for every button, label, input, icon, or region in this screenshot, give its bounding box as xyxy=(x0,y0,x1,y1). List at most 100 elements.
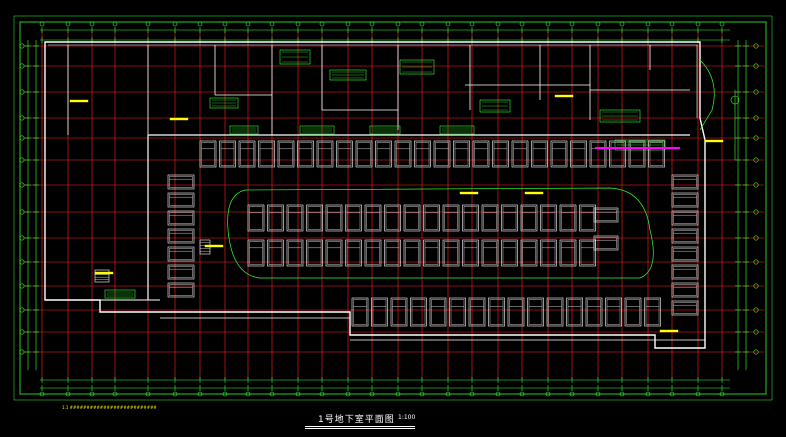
car-body xyxy=(595,237,617,249)
car-body xyxy=(587,299,601,325)
car-space xyxy=(570,140,587,168)
car-space xyxy=(167,246,195,262)
axis-bubble xyxy=(753,349,759,355)
axis-bubble xyxy=(112,21,118,27)
car-space xyxy=(429,297,447,327)
car-space xyxy=(247,204,265,232)
car-body xyxy=(548,299,562,325)
equipment-block xyxy=(279,49,311,65)
car-space xyxy=(488,297,505,327)
car-body xyxy=(385,206,400,230)
car-body xyxy=(610,142,625,166)
car-body xyxy=(541,241,556,265)
car-body xyxy=(288,206,302,230)
parking-spaces xyxy=(167,140,699,327)
car-body xyxy=(673,212,697,224)
car-space xyxy=(511,140,529,168)
car-space xyxy=(423,239,440,267)
car-space xyxy=(167,228,195,244)
car-body xyxy=(327,206,341,230)
car-body xyxy=(470,299,484,325)
axis-bubble xyxy=(469,21,475,27)
car-body xyxy=(268,206,283,230)
car-body xyxy=(571,142,586,166)
car-body xyxy=(513,142,527,166)
car-body xyxy=(240,142,254,166)
car-space xyxy=(403,204,421,232)
car-space xyxy=(462,204,479,232)
car-space xyxy=(453,140,470,168)
car-body xyxy=(595,209,617,221)
car-space xyxy=(566,297,583,327)
car-body xyxy=(337,142,352,166)
axis-bubble xyxy=(319,21,325,27)
car-space xyxy=(449,297,466,327)
car-space xyxy=(628,140,646,168)
car-body xyxy=(552,142,566,166)
car-space xyxy=(472,140,490,168)
car-body xyxy=(357,142,371,166)
car-space xyxy=(167,282,195,298)
car-body xyxy=(318,142,332,166)
car-body xyxy=(424,241,439,265)
car-body xyxy=(502,241,517,265)
car-space xyxy=(442,204,460,232)
car-space xyxy=(286,239,304,267)
car-space xyxy=(671,174,699,190)
car-space xyxy=(527,297,544,327)
car-body xyxy=(268,241,283,265)
car-body xyxy=(532,142,547,166)
car-body xyxy=(327,241,341,265)
axis-bubble xyxy=(645,21,651,27)
car-body xyxy=(435,142,449,166)
equipment-block xyxy=(439,125,475,135)
car-body xyxy=(366,241,380,265)
axis-bubble xyxy=(719,21,725,27)
car-body xyxy=(502,206,517,230)
car-space xyxy=(325,239,343,267)
car-space xyxy=(540,239,557,267)
car-body xyxy=(431,299,445,325)
axis-bubble xyxy=(569,21,575,27)
car-body xyxy=(288,241,302,265)
car-body xyxy=(396,142,410,166)
axis-bubble xyxy=(753,329,759,335)
car-body xyxy=(673,284,697,296)
car-space xyxy=(410,297,427,327)
car-body xyxy=(483,206,497,230)
equipment-block xyxy=(229,125,259,135)
car-space xyxy=(546,297,564,327)
car-body xyxy=(415,142,430,166)
outer-frame-2 xyxy=(13,15,773,401)
axis-bubble xyxy=(753,157,759,163)
axis-bubble xyxy=(145,21,151,27)
car-body xyxy=(561,206,575,230)
car-space xyxy=(501,204,518,232)
entrance-curve xyxy=(699,59,715,131)
axis-bubble xyxy=(753,115,759,121)
car-body xyxy=(528,299,543,325)
equipment-block xyxy=(614,139,666,151)
car-space xyxy=(481,204,499,232)
axis-bubble xyxy=(495,21,501,27)
car-space xyxy=(403,239,421,267)
car-space xyxy=(384,204,401,232)
car-space xyxy=(671,228,699,244)
axis-bubble xyxy=(245,21,251,27)
car-body xyxy=(307,206,322,230)
car-body xyxy=(169,212,193,224)
car-space xyxy=(531,140,548,168)
car-space xyxy=(520,204,538,232)
car-body xyxy=(626,299,640,325)
axis-bubble xyxy=(269,21,275,27)
axis-bubble xyxy=(753,182,759,188)
text-mark xyxy=(704,139,724,143)
car-space xyxy=(306,239,323,267)
car-body xyxy=(509,299,523,325)
car-space xyxy=(540,204,557,232)
car-space xyxy=(345,204,362,232)
car-body xyxy=(463,206,478,230)
car-body xyxy=(673,176,697,188)
title-underline xyxy=(305,426,415,427)
car-body xyxy=(541,206,556,230)
